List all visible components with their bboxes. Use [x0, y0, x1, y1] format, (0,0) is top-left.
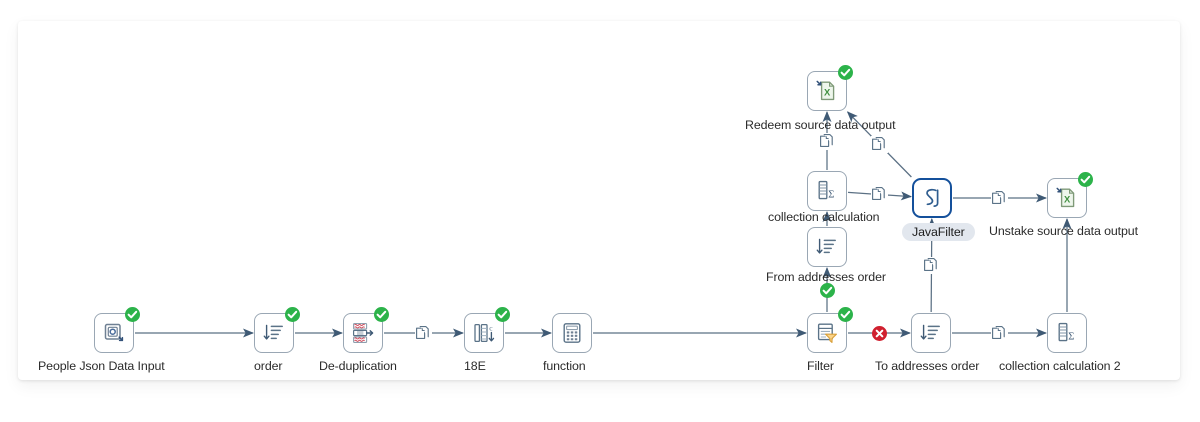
- edge-doc-marker-javafilter-to-redeem[interactable]: [871, 136, 888, 153]
- node-label-collection-calculation-2: collection calculation 2: [999, 359, 1121, 373]
- node-label-function: function: [543, 359, 586, 373]
- node-label-18e: 18E: [464, 359, 486, 373]
- node-label-unstake-source-data-output: Unstake source data output: [989, 224, 1138, 238]
- edge-doc-marker-cc-to-redeem[interactable]: [818, 132, 836, 150]
- status-badge-success: [495, 307, 510, 322]
- node-label-people-json-data-input: People Json Data Input: [38, 359, 165, 373]
- svg-text:X: X: [824, 86, 831, 97]
- workflow-screen: People Json Data Input order De-duplicatio…: [18, 21, 1180, 380]
- sort-descending-icon: [815, 235, 839, 259]
- status-badge-success: [125, 307, 140, 322]
- svg-text:Σ: Σ: [828, 189, 834, 200]
- json-data-input-icon: [102, 321, 126, 345]
- workflow-canvas-card[interactable]: People Json Data Input order De-duplicatio…: [18, 21, 1180, 380]
- status-badge-success: [1078, 172, 1093, 187]
- node-from-addresses-order[interactable]: [807, 227, 847, 267]
- edge-status-badge-success-filter-to-from-addresses-order: [819, 282, 835, 298]
- status-badge-success: [374, 307, 389, 322]
- node-label-de-duplication: De-duplication: [319, 359, 397, 373]
- edge-status-badge-error-filter-to-to-addresses-order: [871, 325, 887, 341]
- node-label-collection-calculation: collection calculation: [768, 210, 880, 224]
- collection-sum-icon: Σ: [815, 179, 839, 203]
- column-sort-icon: c: [472, 321, 496, 345]
- node-function[interactable]: [552, 313, 592, 353]
- status-badge-success: [838, 65, 853, 80]
- node-label-from-addresses-order: From addresses order: [766, 270, 886, 284]
- node-people-json-data-input[interactable]: [94, 313, 134, 353]
- status-badge-success: [285, 307, 300, 322]
- svg-text:c: c: [489, 324, 493, 333]
- node-collection-calculation-2[interactable]: Σ: [1047, 313, 1087, 353]
- status-badge-success: [838, 307, 853, 322]
- node-label-to-addresses-order: To addresses order: [875, 359, 980, 373]
- node-to-addresses-order[interactable]: [911, 313, 951, 353]
- svg-text:X: X: [1064, 193, 1071, 204]
- node-label-redeem-source-data-output: Redeem source data output: [745, 118, 896, 132]
- node-label-order: order: [254, 359, 283, 373]
- sort-descending-icon: [262, 321, 286, 345]
- node-label-filter: Filter: [807, 359, 834, 373]
- java-filter-icon: [920, 186, 944, 210]
- node-javafilter[interactable]: [912, 178, 952, 218]
- de-duplication-icon: [351, 321, 375, 345]
- edge-doc-marker-to-addresses-order-to-cc2[interactable]: [990, 324, 1008, 342]
- calculator-icon: [560, 321, 584, 345]
- edge-doc-marker-to-addresses-order-to-javafilter[interactable]: [923, 257, 940, 274]
- collection-sum-icon: Σ: [1055, 321, 1079, 345]
- node-label-javafilter: JavaFilter: [902, 223, 975, 241]
- sort-descending-icon: [919, 321, 943, 345]
- excel-output-icon: X: [1055, 186, 1079, 210]
- edge-doc-marker-cc-to-javafilter[interactable]: [871, 186, 888, 203]
- svg-text:Σ: Σ: [1068, 331, 1074, 342]
- filter-funnel-icon: [815, 321, 839, 345]
- node-collection-calculation[interactable]: Σ: [807, 171, 847, 211]
- edge-doc-marker-javafilter-to-unstake[interactable]: [991, 189, 1008, 207]
- excel-output-icon: X: [815, 79, 839, 103]
- edge-doc-marker-dedup-to-18e[interactable]: [415, 324, 432, 342]
